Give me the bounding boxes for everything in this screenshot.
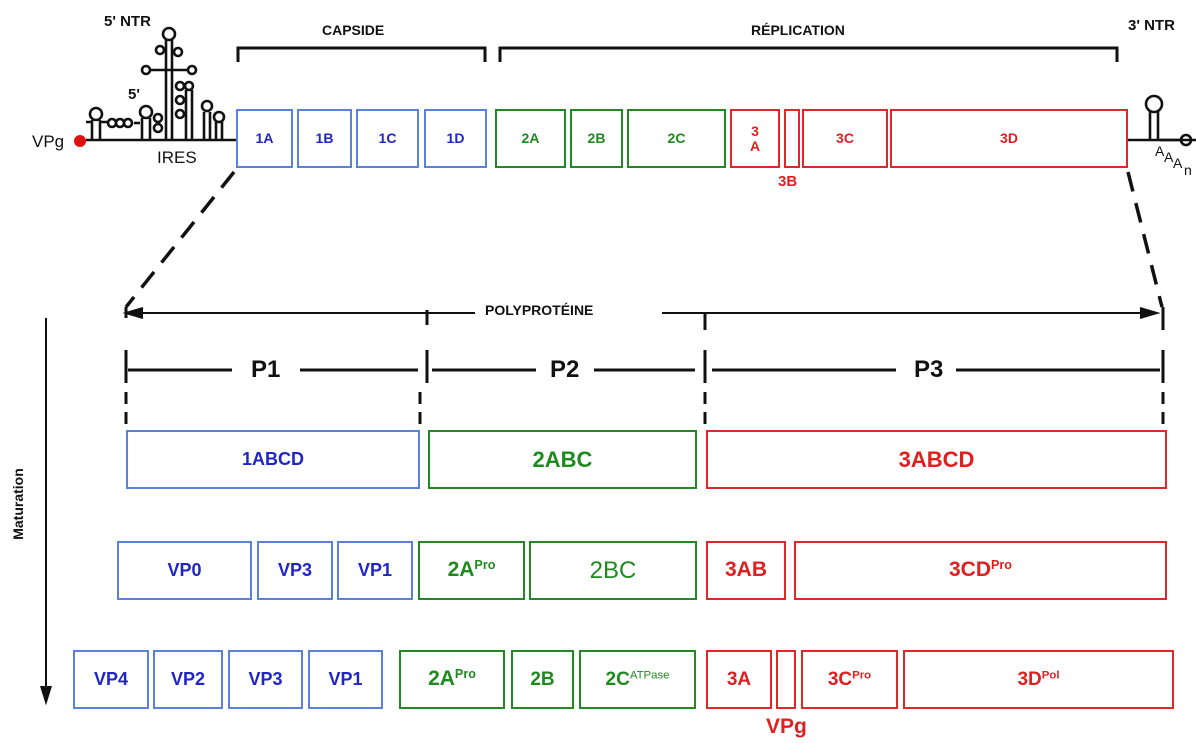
region-separators: [124, 307, 1165, 425]
protein-VP2: VP2: [153, 650, 223, 709]
protein-2A-level2-name: 2A: [447, 558, 475, 582]
genome-region-2C: 2C: [627, 109, 726, 168]
protein-3CD: 3CDPro: [794, 541, 1167, 600]
genome-region-1A: 1A: [236, 109, 293, 168]
five-prime-rna-structure: [86, 26, 236, 142]
five-prime-label: 5': [128, 86, 140, 103]
protein-2A-level2-sup: Pro: [474, 558, 496, 573]
maturation-arrow: [40, 318, 52, 706]
polya-tail-a2: A: [1164, 149, 1174, 165]
protein-2C: 2CATPase: [579, 650, 696, 709]
protein-VP1-level2: VP1: [337, 541, 413, 600]
capside-label: CAPSIDE: [322, 22, 385, 38]
ires-label: IRES: [157, 148, 197, 167]
protein-2A-level3-name: 2A: [428, 667, 455, 691]
maturation-label: Maturation: [9, 468, 26, 540]
protein-VP4: VP4: [73, 650, 149, 709]
protein-3CD-name: 3CD: [948, 558, 991, 582]
protein-2C-name: 2C: [605, 668, 630, 690]
genome-region-1C: 1C: [356, 109, 419, 168]
genome-region-2B: 2B: [570, 109, 623, 168]
vpg-protein-label: VPg: [766, 715, 807, 738]
protein-3A: 3A: [706, 650, 772, 709]
capside-bracket: [236, 46, 487, 62]
polya-tail-a1: A: [1155, 143, 1165, 159]
polya-tail-n: n: [1184, 162, 1192, 178]
genome-region-3B: [784, 109, 800, 168]
protein-2ABC: 2ABC: [428, 430, 697, 489]
protein-2A-level3-sup: Pro: [454, 667, 476, 682]
genome-region-3C: 3C: [802, 109, 888, 168]
genome-region-3A-bottom: A: [749, 137, 761, 154]
protein-3D-sup: Pol: [1041, 669, 1060, 682]
protein-2B: 2B: [511, 650, 574, 709]
replication-bracket: [498, 46, 1119, 62]
polyprotein-label: POLYPROTÉINE: [485, 302, 594, 318]
protein-VP1-level3: VP1: [308, 650, 383, 709]
genome-region-1D: 1D: [424, 109, 487, 168]
three-prime-ntr-label: 3' NTR: [1128, 17, 1175, 34]
p1-label: P1: [251, 356, 281, 383]
replication-label: RÉPLICATION: [751, 22, 845, 38]
genome-region-3D: 3D: [890, 109, 1128, 168]
protein-2C-sup: ATPase: [629, 669, 670, 682]
five-prime-ntr-label: 5' NTR: [104, 13, 151, 30]
genome-region-2A: 2A: [495, 109, 566, 168]
protein-3C-name: 3C: [827, 668, 853, 690]
protein-2A-level2: 2APro: [418, 541, 525, 600]
protein-3C: 3CPro: [801, 650, 898, 709]
vpg-dot: [74, 135, 86, 147]
three-prime-rna-structure: [1128, 94, 1196, 147]
protein-2A-level3: 2APro: [399, 650, 505, 709]
protein-1ABCD: 1ABCD: [126, 430, 420, 489]
genome-region-3A-top: 3: [751, 122, 759, 139]
protein-VP3-level2: VP3: [257, 541, 333, 600]
protein-VP3-level3: VP3: [228, 650, 303, 709]
protein-3C-sup: Pro: [852, 669, 872, 682]
genome-region-3A: 3 A: [730, 109, 780, 168]
protein-2BC: 2BC: [529, 541, 697, 600]
protein-3D-name: 3D: [1017, 668, 1042, 690]
genome-region-1B: 1B: [297, 109, 352, 168]
polya-tail-a3: A: [1173, 155, 1183, 171]
protein-3CD-sup: Pro: [991, 558, 1012, 573]
protein-3AB: 3AB: [706, 541, 786, 600]
polyprotein-arrow: [122, 307, 1161, 319]
protein-3B-vpg: [776, 650, 796, 709]
protein-3D: 3DPol: [903, 650, 1174, 709]
vpg-genome-label: VPg: [32, 132, 65, 151]
zoom-lines: [124, 170, 1164, 309]
p3-label: P3: [914, 356, 944, 383]
genome-region-3B-label: 3B: [778, 173, 798, 190]
protein-VP0: VP0: [117, 541, 252, 600]
protein-3ABCD: 3ABCD: [706, 430, 1167, 489]
p2-label: P2: [550, 356, 580, 383]
